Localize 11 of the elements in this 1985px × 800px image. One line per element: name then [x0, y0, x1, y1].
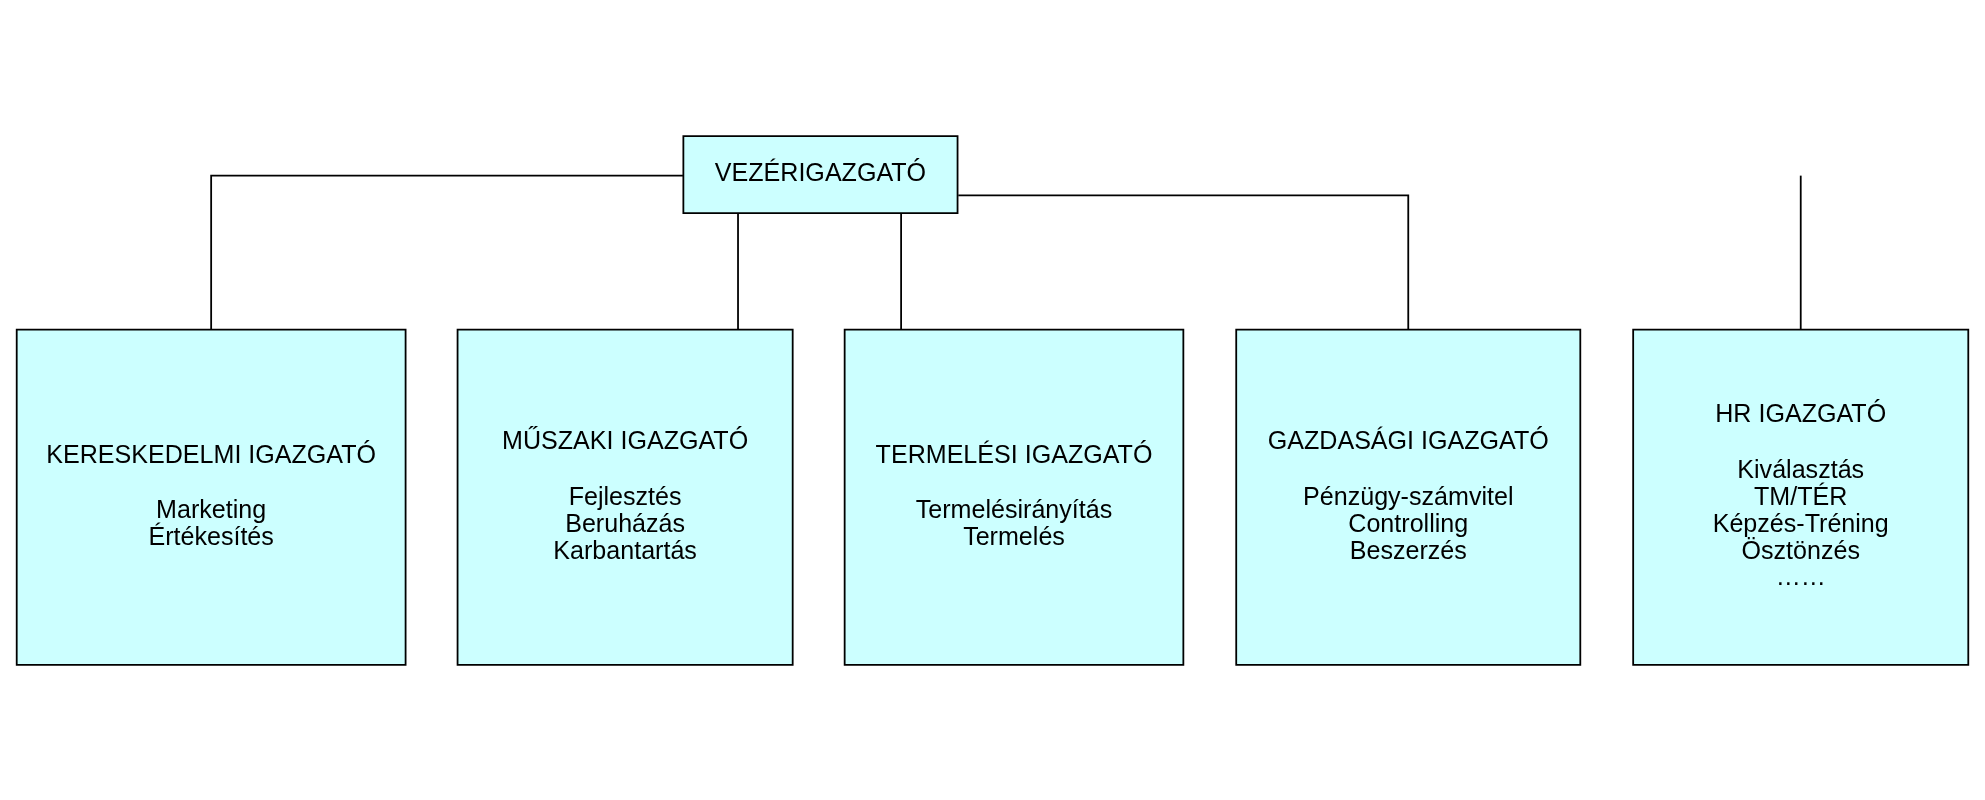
node-box: TERMELÉSI IGAZGATÓ Termelésirányítás Termelés: [843, 328, 1185, 666]
connector: [1799, 174, 1802, 330]
connector: [737, 212, 739, 330]
connector: [957, 193, 1410, 330]
node-box: KERESKEDELMI IGAZGATÓ Marketing Értékesítés: [15, 328, 407, 666]
connector: [210, 174, 684, 330]
node-box: VEZÉRIGAZGATÓ: [682, 134, 959, 214]
connector: [900, 212, 902, 330]
node-box: MŰSZAKI IGAZGATÓ Fejlesztés Beruházás Karbantartás: [456, 328, 794, 666]
node-box: GAZDASÁGI IGAZGATÓ Pénzügy-számvitel Controlling Beszerzés: [1235, 328, 1582, 666]
node-box: HR IGAZGATÓ Kiválasztás TM/TÉR Képzés-Tréning Ösztönzés ……: [1632, 328, 1970, 666]
